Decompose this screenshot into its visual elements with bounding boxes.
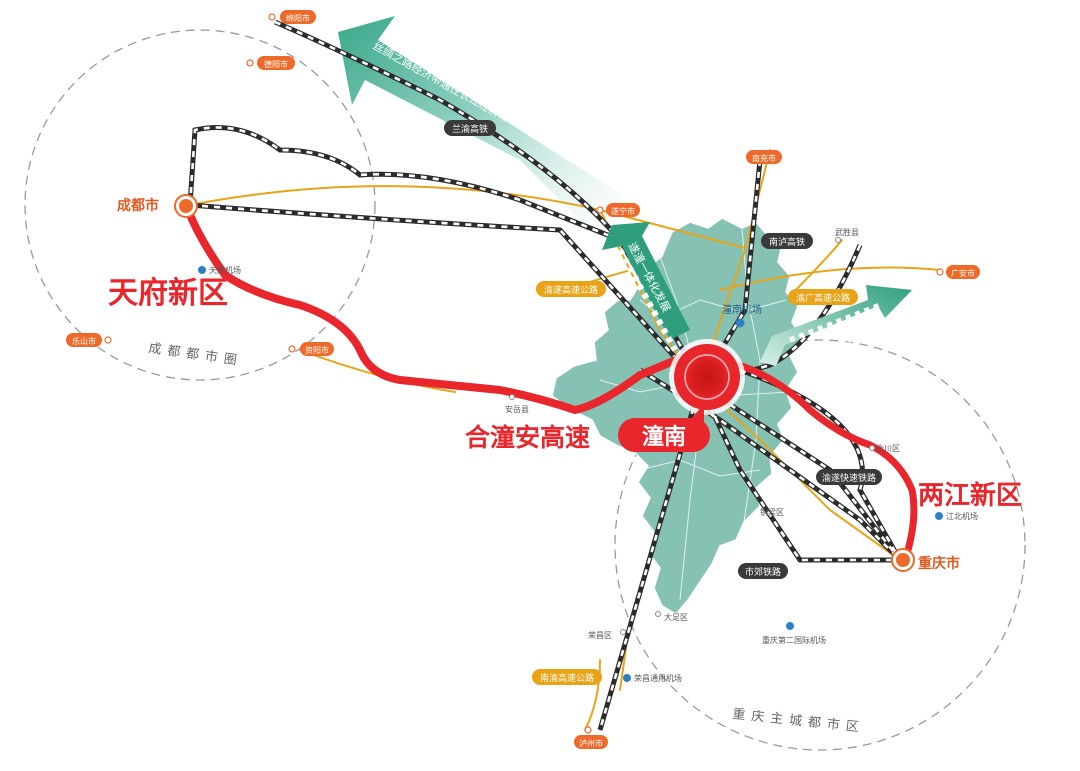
svg-text:南充市: 南充市: [752, 153, 776, 163]
place-suining: 遂宁市: [596, 203, 640, 217]
cq-second-airport: 重庆第二国际机场: [762, 622, 826, 645]
place-wusheng: 武胜县: [835, 227, 859, 237]
place-tongliang: 铜梁区: [760, 507, 784, 517]
airplane-icon: [735, 318, 745, 328]
svg-text:兰渝高铁: 兰渝高铁: [452, 123, 488, 135]
rongchang-airport: 荣昌通用机场: [623, 673, 682, 683]
svg-text:遂宁市: 遂宁市: [611, 206, 635, 216]
place-top2: 德阳市: [246, 56, 295, 70]
place-hechuan: 合川区: [876, 443, 900, 453]
tongnan-hub-center: [684, 354, 730, 400]
place-top1: 绵阳市: [268, 10, 316, 24]
chengdu-marker: [174, 194, 198, 218]
place-guangan: 广安市: [936, 265, 980, 279]
liangjiang-new-area-label: 两江新区: [918, 480, 1022, 511]
svg-text:江北机场: 江北机场: [946, 511, 978, 521]
airports: 天府机场 潼南机场 江北机场 重庆第二国际机场 荣昌通用机场: [198, 265, 978, 683]
tag-lanyu-rail: 兰渝高铁: [444, 120, 496, 136]
svg-text:渝广高速公路: 渝广高速公路: [796, 292, 850, 304]
chengdu-circle-label: 成都都市圈: [147, 340, 243, 369]
place-dazu: 大足区: [664, 612, 688, 622]
airplane-icon: [623, 674, 631, 682]
place-tags: 绵阳市 德阳市 资阳市 乐山市 遂宁市 南充市: [66, 10, 980, 749]
place-ziyang: 资阳市: [288, 342, 334, 356]
place-luzhou: 泸州市: [574, 726, 608, 749]
place-leshan: 乐山市: [66, 333, 112, 347]
chongqing-circle-label: 重庆主城都市区: [732, 706, 866, 736]
svg-text:广安市: 广安市: [951, 268, 975, 278]
svg-text:德阳市: 德阳市: [264, 59, 288, 69]
tianfu-new-area-label: 天府新区: [108, 276, 228, 311]
chongqing-metro-circle: [614, 339, 1026, 751]
airplane-icon: [786, 622, 794, 630]
svg-text:南渝高速公路: 南渝高速公路: [540, 672, 594, 684]
chengdu-metro-circle: [24, 29, 376, 381]
highway-tags: 渝遂高速公路 渝广高速公路 南渝高速公路: [532, 281, 858, 685]
svg-text:乐山市: 乐山市: [72, 336, 96, 346]
svg-text:渝遂高速公路: 渝遂高速公路: [544, 284, 598, 296]
tongnan-airport: 潼南机场: [722, 303, 762, 328]
tag-nanlu-rail: 南泸高铁: [761, 233, 813, 249]
svg-text:资阳市: 资阳市: [305, 345, 329, 355]
jiangbei-airport: 江北机场: [935, 511, 978, 521]
chengdu-city-label: 成都市: [117, 197, 159, 214]
airplane-icon: [935, 512, 943, 520]
svg-text:市郊铁路: 市郊铁路: [745, 566, 781, 578]
place-anyue: 安岳县: [505, 404, 529, 414]
minor-places: 安岳县 武胜县 合川区 大足区 荣昌区 铜梁区: [505, 227, 900, 640]
chongqing-marker: [891, 548, 915, 572]
tongnan-region: [551, 217, 803, 615]
svg-text:天府机场: 天府机场: [209, 265, 241, 275]
tag-yusui-fast-rail: 渝遂快速铁路: [816, 469, 882, 485]
airplane-icon: [198, 266, 206, 274]
svg-text:泸州市: 泸州市: [579, 738, 603, 748]
place-rongchang: 荣昌区: [588, 630, 612, 640]
liangjiang-expressway: [716, 356, 918, 564]
svg-text:绵阳市: 绵阳市: [286, 13, 310, 23]
tag-shijiao-rail: 市郊铁路: [738, 563, 788, 579]
svg-text:重庆第二国际机场: 重庆第二国际机场: [762, 635, 826, 645]
hetongan-expressway: [184, 206, 724, 414]
hetongan-expressway-label: 合潼安高速: [465, 423, 590, 452]
dark-tags: 兰渝高铁 南泸高铁 渝遂快速铁路 市郊铁路: [444, 120, 882, 579]
svg-text:南泸高铁: 南泸高铁: [769, 236, 805, 248]
place-nanchong: 南充市: [746, 150, 782, 164]
tag-nanyu-highway: 南渝高速公路: [532, 669, 602, 685]
tag-yusui-highway: 渝遂高速公路: [536, 281, 606, 297]
tongnan-callout: 潼南: [618, 404, 710, 452]
svg-text:潼南机场: 潼南机场: [722, 303, 762, 316]
tag-yuguang-highway: 渝广高速公路: [788, 289, 858, 305]
tianfu-airport: 天府机场: [198, 265, 241, 275]
svg-text:荣昌通用机场: 荣昌通用机场: [634, 673, 682, 683]
tongnan-label: 潼南: [642, 424, 686, 450]
chongqing-city-label: 重庆市: [918, 555, 960, 572]
svg-text:渝遂快速铁路: 渝遂快速铁路: [822, 472, 876, 484]
